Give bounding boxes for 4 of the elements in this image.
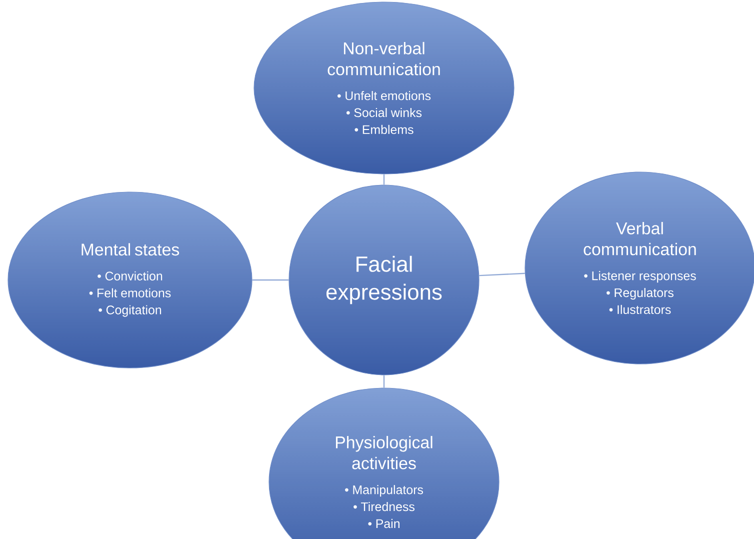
- connector-line: [479, 272, 525, 276]
- connector-line: [383, 375, 385, 388]
- connector-line: [383, 174, 385, 185]
- connector-line: [252, 279, 289, 281]
